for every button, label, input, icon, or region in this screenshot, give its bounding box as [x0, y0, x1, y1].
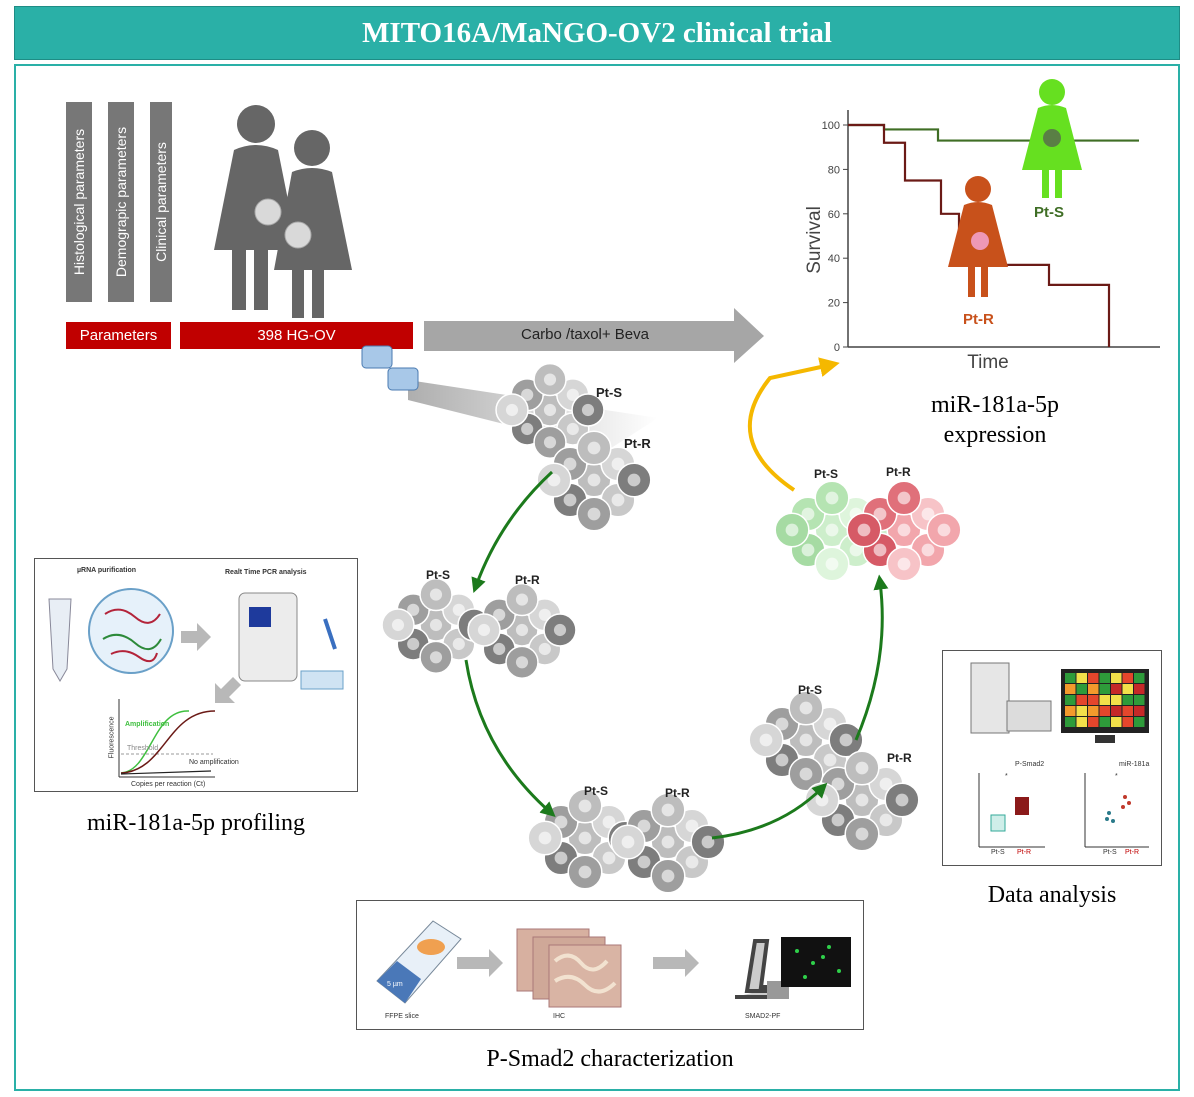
parameter-bar-clinical: Clinical parameters — [150, 102, 172, 302]
analysis-chart2-title: miR-181a — [1119, 761, 1150, 768]
bottom-pt-s-label: Pt-S — [584, 784, 608, 798]
parameter-bar-histological: Histological parameters — [66, 102, 92, 302]
right-pt-s-label: Pt-S — [798, 683, 822, 697]
smad-panel: 5 µm FFPE slice IHC SMAD2-PF — [356, 900, 864, 1030]
no-amplification-label: No amplification — [189, 759, 239, 766]
heatmap-icon — [1065, 673, 1145, 727]
y-tick-label-1: 20 — [828, 298, 840, 310]
analysis-caption: Data analysis — [987, 882, 1117, 908]
y-tick-label-5: 100 — [822, 120, 840, 132]
left-pt-r-label: Pt-R — [515, 573, 540, 587]
analysis-chart1-title: P-Smad2 — [1015, 761, 1045, 768]
tissue-beam — [361, 345, 658, 450]
cassette-icon — [361, 345, 419, 391]
smad-illustration — [376, 920, 851, 1008]
colored-pt-s-label: Pt-S — [814, 467, 838, 481]
computer-icon — [970, 662, 1149, 743]
cohort-label: 398 HG-OV — [180, 322, 413, 349]
ffpe-slide-icon — [376, 920, 462, 1004]
analysis-star-2: * — [1115, 773, 1118, 780]
boxplot-psmad2 — [978, 773, 1045, 848]
colored-pt-r-label: Pt-R — [886, 465, 911, 479]
thickness-label: 5 µm — [387, 981, 403, 988]
bottom-pt-r-label: Pt-R — [665, 786, 690, 800]
chart-pt-s-label: Pt-S — [1034, 204, 1064, 221]
amplification-label: Amplification — [125, 721, 170, 728]
women-silhouette-icon — [214, 105, 352, 318]
ffpe-label: FFPE slice — [385, 1013, 419, 1020]
threshold-label: Threshold — [127, 745, 159, 752]
profiling-panel: µRNA purification Realt Time PCR analysi… — [34, 558, 358, 792]
title-banner: MITO16A/MaNGO-OV2 clinical trial — [14, 6, 1180, 60]
analysis-star-1: * — [1005, 773, 1008, 780]
survival-chart: 0 20 40 60 80 100 Survival Time — [804, 110, 1160, 373]
right-pt-r-label: Pt-R — [887, 751, 912, 765]
profiling-caption: miR-181a-5p profiling — [87, 810, 305, 836]
analysis-tick-s-1: Pt-S — [991, 849, 1005, 856]
x-axis-label: Time — [967, 352, 1009, 373]
copies-label: Copies per reaction (Ct) — [131, 781, 206, 788]
rna-magnifier-icon — [88, 588, 174, 674]
fluorescence-label: Fluorescence — [108, 716, 116, 759]
smad-caption: P-Smad2 characterization — [486, 1046, 734, 1072]
treatment-arrow — [424, 308, 764, 363]
purification-label: µRNA purification — [77, 567, 136, 574]
pt-r-woman-icon — [948, 176, 1008, 297]
tube-icon — [48, 598, 72, 682]
ihc-tissue-icon — [516, 928, 622, 1008]
y-tick-label-3: 60 — [828, 209, 840, 221]
parameter-bar-demographic: Demograpic parameters — [108, 102, 134, 302]
left-pt-s-label: Pt-S — [426, 568, 450, 582]
y-axis-label: Survival — [804, 206, 825, 274]
pcr-machine-icon — [238, 592, 344, 690]
parameters-label: Parameters — [66, 322, 171, 349]
top-pt-r-label: Pt-R — [624, 436, 651, 451]
smad-pf-label: SMAD2-PF — [745, 1013, 781, 1020]
fluorescence-monitor-icon — [781, 937, 851, 987]
chart-pt-r-label: Pt-R — [963, 311, 994, 328]
analysis-tick-s-2: Pt-S — [1103, 849, 1117, 856]
top-pt-s-label: Pt-S — [596, 385, 622, 400]
analysis-tick-r-2: Pt-R — [1125, 849, 1139, 856]
profiling-illustration — [48, 588, 344, 778]
microscope-icon — [735, 939, 789, 999]
analysis-illustration — [970, 662, 1149, 848]
boxplot-mir181a — [1084, 773, 1149, 848]
series-line-pt-r — [848, 123, 1111, 347]
y-tick-label-0: 0 — [834, 342, 840, 354]
pcr-label: Realt Time PCR analysis — [225, 569, 307, 576]
ihc-label: IHC — [553, 1013, 566, 1020]
diagram-frame — [14, 64, 1180, 1091]
treatment-label: Carbo /taxol+ Beva — [521, 326, 649, 343]
y-tick-label-4: 80 — [828, 164, 840, 176]
series-line-pt-s — [848, 123, 1139, 142]
expression-caption: miR-181a-5p expression — [931, 392, 1059, 448]
analysis-tick-r-1: Pt-R — [1017, 849, 1031, 856]
diagram-title: MITO16A/MaNGO-OV2 clinical trial — [362, 16, 832, 49]
analysis-panel: P-Smad2 miR-181a * * Pt-S Pt-R Pt-S Pt-R — [942, 650, 1162, 866]
y-tick-label-2: 40 — [828, 253, 840, 265]
pt-s-woman-icon — [1022, 79, 1082, 198]
